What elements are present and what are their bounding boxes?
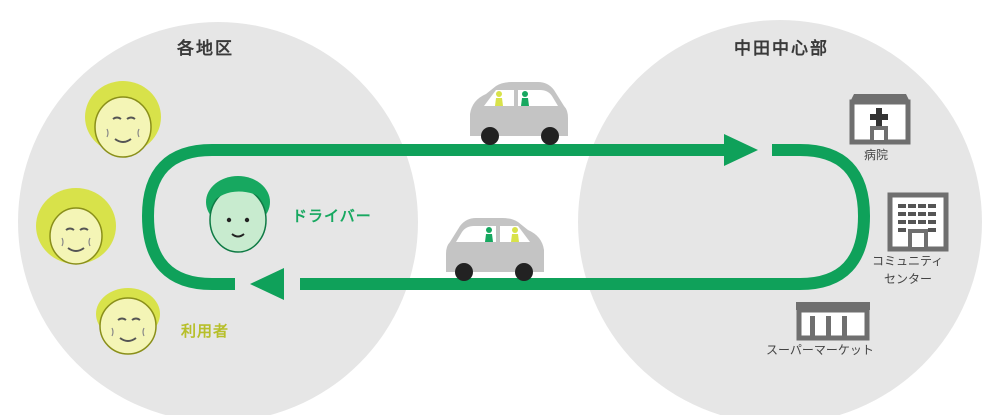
user-label: 利用者 bbox=[181, 322, 230, 340]
hospital-label: 病院 bbox=[864, 148, 889, 162]
community-center-label-line1: コミュニティ bbox=[872, 254, 944, 268]
driver-label: ドライバー bbox=[292, 207, 372, 225]
elderly-person-icon bbox=[96, 288, 160, 355]
route-outbound-path bbox=[142, 144, 728, 290]
car-icon bbox=[470, 82, 568, 145]
local-area-title: 各地区 bbox=[177, 39, 234, 59]
community-center-label-line2: センター bbox=[884, 272, 933, 286]
store-icon bbox=[796, 302, 870, 341]
route-return-arrowhead bbox=[250, 268, 284, 300]
hospital-icon bbox=[849, 94, 911, 145]
car-icon bbox=[446, 218, 544, 281]
driver-person-icon bbox=[206, 176, 270, 253]
route-loop bbox=[142, 134, 870, 300]
center-area-title: 中田中心部 bbox=[734, 39, 829, 59]
elderly-person-icon bbox=[85, 81, 161, 158]
supermarket-label: スーパーマーケット bbox=[766, 343, 874, 357]
route-outbound-arrowhead bbox=[724, 134, 758, 166]
building-icon bbox=[887, 192, 949, 252]
route-right-arc bbox=[300, 144, 870, 290]
elderly-person-icon bbox=[36, 188, 116, 265]
